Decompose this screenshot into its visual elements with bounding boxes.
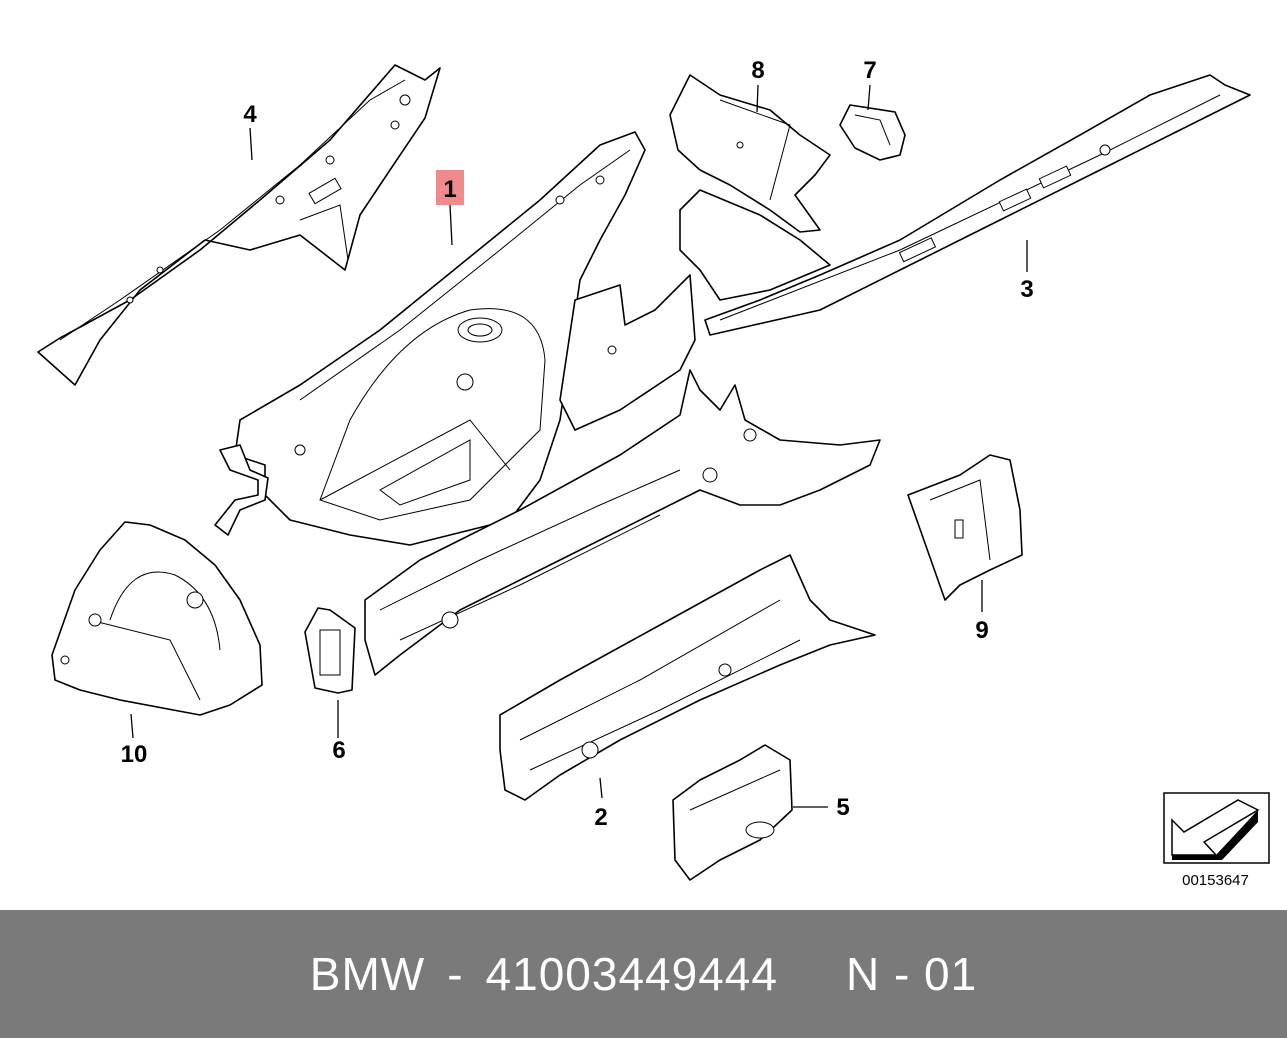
part-3-longitudinal-member[interactable] xyxy=(679,74,1251,336)
callout-5[interactable]: 5 xyxy=(836,794,849,821)
footer-position-code: N - 01 xyxy=(845,948,978,1000)
callout-9[interactable]: 9 xyxy=(975,617,988,644)
callout-6[interactable]: 6 xyxy=(332,737,345,764)
part-9-panel[interactable] xyxy=(907,454,1023,601)
callouts: 1 2 3 4 5 6 7 8 9 10 xyxy=(121,57,1034,831)
part-1-wheel-housing[interactable] xyxy=(214,131,646,546)
callout-4[interactable]: 4 xyxy=(243,101,257,128)
parts-diagram: 1 2 3 4 5 6 7 8 9 10 xyxy=(37,57,1270,881)
callout-3[interactable]: 3 xyxy=(1020,276,1033,303)
leader-lines xyxy=(130,84,1028,808)
part-1-side-member[interactable] xyxy=(364,274,881,676)
arrow-front-left-icon xyxy=(1163,792,1270,864)
part-5-reinforcement[interactable] xyxy=(672,744,793,881)
part-10-wheel-arch[interactable] xyxy=(51,521,263,716)
callout-8[interactable]: 8 xyxy=(751,57,764,84)
part-4-upper-rail[interactable] xyxy=(37,64,441,386)
callout-2[interactable]: 2 xyxy=(594,804,607,831)
callout-10[interactable]: 10 xyxy=(121,741,148,768)
part-2-floor-member[interactable] xyxy=(499,554,876,801)
part-6-bracket[interactable] xyxy=(304,607,356,694)
part-7-clip[interactable] xyxy=(839,104,906,161)
footer-separator: - xyxy=(447,948,464,1000)
diagram-reference-number: 00153647 xyxy=(1182,872,1249,889)
footer-brand: BMW xyxy=(309,948,426,1000)
footer-bar: BMW - 41003449444 N - 01 xyxy=(0,910,1287,1038)
callout-1-highlight xyxy=(436,170,464,205)
part-8-bracket[interactable] xyxy=(669,74,831,233)
footer-part-number: 41003449444 xyxy=(485,948,778,1000)
callout-7[interactable]: 7 xyxy=(863,57,876,84)
callout-1[interactable]: 1 xyxy=(443,176,456,203)
